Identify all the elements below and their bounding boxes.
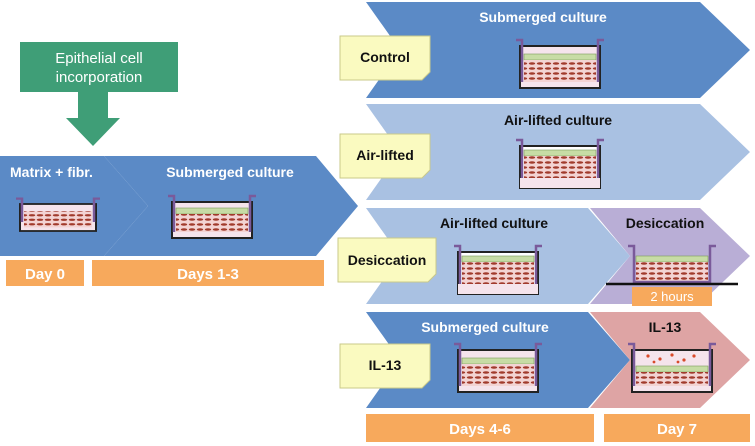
il13-particles [646, 353, 696, 364]
stage-matrix-label: Matrix + fibr. [10, 164, 93, 180]
down-arrow-icon [66, 92, 120, 146]
control-culture-label: Submerged culture [479, 9, 607, 25]
airlifted-note-label: Air-lifted [356, 147, 414, 163]
day0-label: Day 0 [25, 266, 65, 283]
desiccation-note [337, 237, 437, 283]
control-note-label: Control [360, 49, 410, 65]
day0-bar [6, 260, 84, 286]
il13-step-label: IL-13 [649, 319, 682, 335]
airlifted-note [339, 133, 431, 179]
days46-bar [366, 414, 594, 442]
incorporation-box: Epithelial cell incorporation [20, 42, 178, 92]
incorporation-line1: Epithelial cell [55, 50, 143, 67]
stage-submerged-label: Submerged culture [166, 164, 294, 180]
row-control: Submerged culture Control [339, 2, 750, 98]
control-note [339, 35, 431, 81]
days13-bar [92, 260, 324, 286]
duration-label: 2 hours [650, 289, 694, 304]
duration-badge [632, 287, 712, 306]
il13-culture-label: Submerged culture [421, 319, 549, 335]
day7-label: Day 7 [657, 421, 697, 438]
desiccation-note-label: Desiccation [348, 252, 427, 268]
desiccation-step-label: Desiccation [626, 215, 705, 231]
row-airlifted: Air-lifted culture Air-lifted [339, 104, 750, 200]
desiccation-culture-label: Air-lifted culture [440, 215, 548, 231]
row-desiccation: Air-lifted culture Desiccation Desiccati… [337, 208, 750, 306]
stage-submerged-1-3: Submerged culture [104, 156, 358, 256]
row-il13: Submerged culture IL-13 IL-13 [339, 312, 750, 408]
day7-bar [604, 414, 750, 442]
incorporation-line2: incorporation [56, 69, 143, 86]
stage-matrix: Matrix + fibr. [0, 156, 148, 256]
days46-label: Days 4-6 [449, 421, 511, 438]
airlifted-culture-label: Air-lifted culture [504, 112, 612, 128]
il13-note [339, 343, 431, 389]
days13-label: Days 1-3 [177, 266, 239, 283]
il13-note-label: IL-13 [369, 357, 402, 373]
